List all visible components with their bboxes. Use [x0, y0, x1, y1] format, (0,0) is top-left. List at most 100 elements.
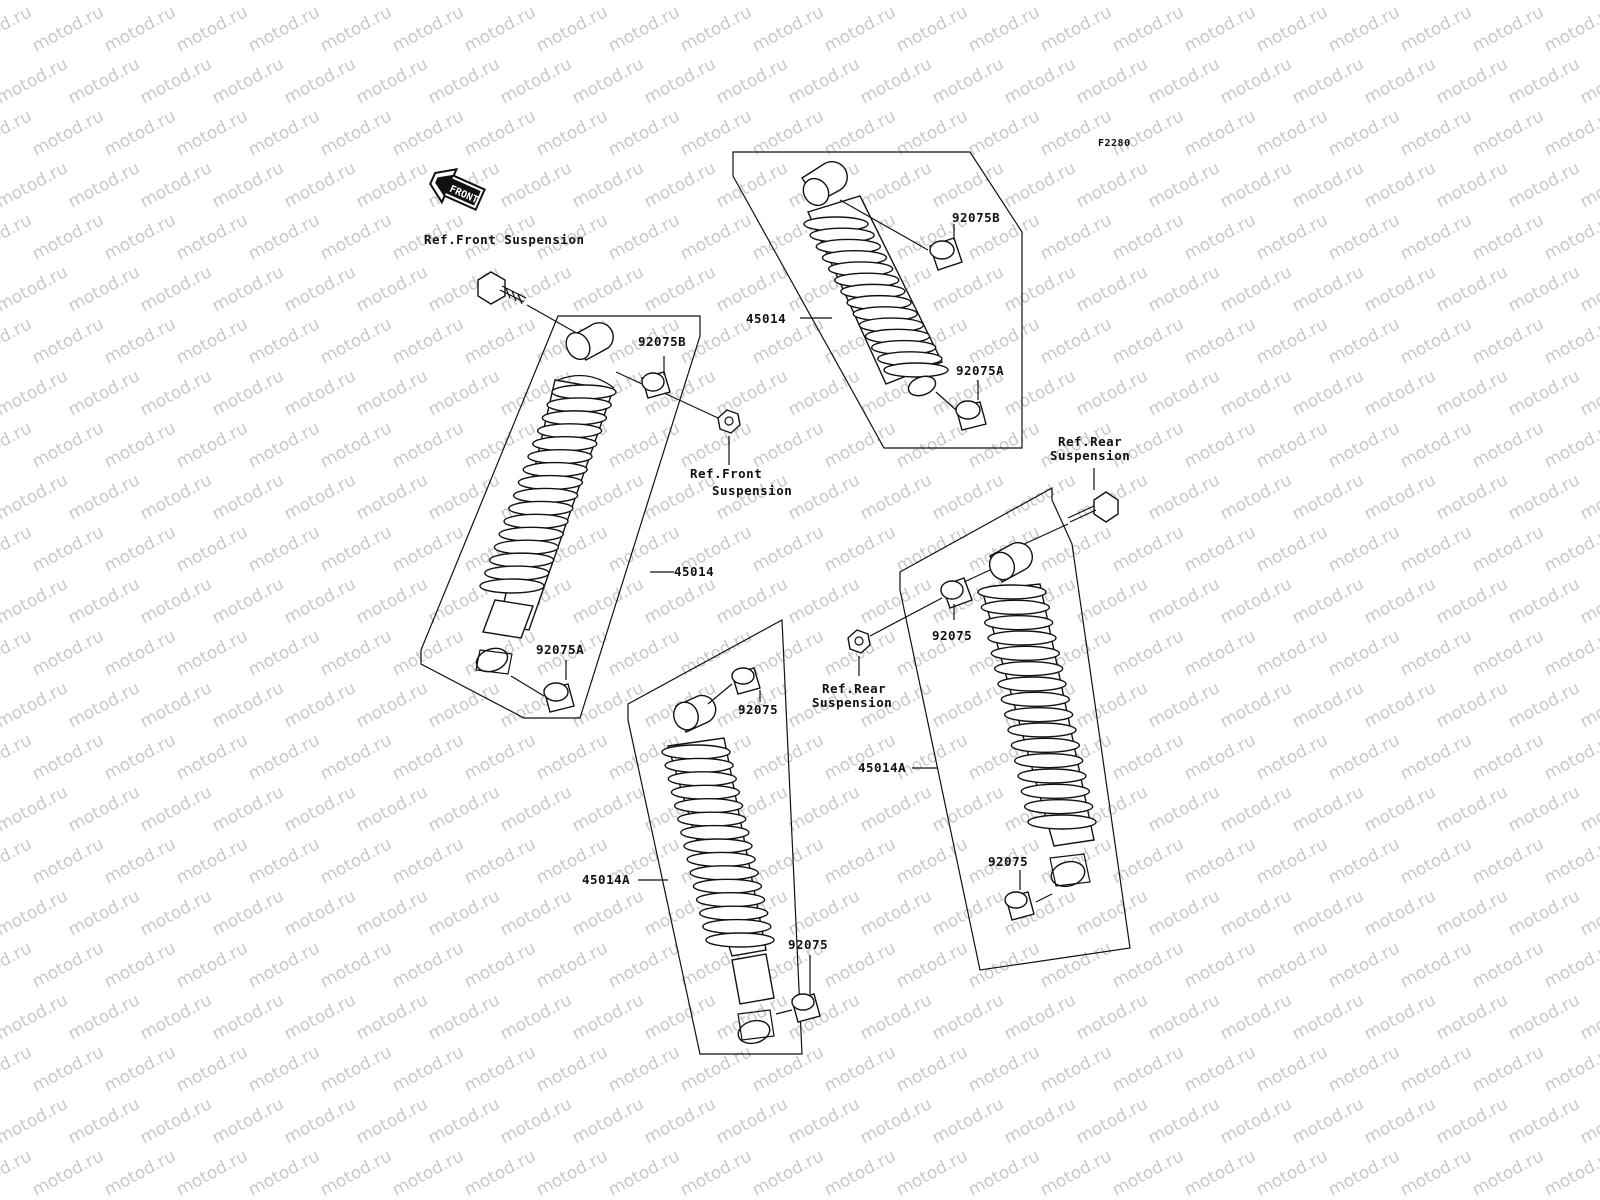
watermark-text: motod.ru: [0, 0, 71, 4]
watermark-text: motod.ru: [461, 314, 539, 368]
watermark-text: motod.ru: [1577, 366, 1600, 420]
watermark-text: motod.ru: [209, 158, 287, 212]
watermark-text: motod.ru: [1253, 418, 1331, 472]
watermark-text: motod.ru: [1325, 1146, 1403, 1200]
watermark-text: motod.ru: [677, 1146, 755, 1200]
watermark-text: motod.ru: [1181, 626, 1259, 680]
watermark-text: motod.ru: [101, 210, 179, 264]
watermark-text: motod.ru: [1361, 262, 1439, 316]
watermark-text: motod.ru: [749, 834, 827, 888]
watermark-text: motod.ru: [1073, 262, 1151, 316]
watermark-text: motod.ru: [965, 314, 1043, 368]
watermark-text: motod.ru: [425, 990, 503, 1044]
watermark-text: motod.ru: [0, 730, 35, 784]
watermark-text: motod.ru: [1325, 106, 1403, 160]
watermark-text: motod.ru: [605, 1042, 683, 1096]
watermark-text: motod.ru: [1505, 886, 1583, 940]
bushing-92075B-icon: [929, 237, 963, 271]
watermark-text: motod.ru: [929, 158, 1007, 212]
watermark-text: motod.ru: [1181, 730, 1259, 784]
watermark-text: motod.ru: [0, 158, 71, 212]
watermark-text: motod.ru: [209, 990, 287, 1044]
watermark-text: motod.ru: [857, 886, 935, 940]
watermark-text: motod.ru: [137, 470, 215, 524]
watermark-text: motod.ru: [1505, 678, 1583, 732]
watermark-text: motod.ru: [101, 1042, 179, 1096]
spring-coil: [987, 630, 1057, 646]
spring-coil: [702, 918, 772, 935]
watermark-text: motod.ru: [1505, 782, 1583, 836]
watermark-text: motod.ru: [137, 886, 215, 940]
watermark-text: motod.ru: [785, 782, 863, 836]
spring-coil: [541, 410, 608, 426]
watermark-text: motod.ru: [0, 1042, 35, 1096]
watermark-text: motod.ru: [1541, 2, 1600, 56]
watermark-text: motod.ru: [65, 0, 143, 4]
watermark-text: motod.ru: [65, 158, 143, 212]
watermark-text: motod.ru: [1289, 470, 1367, 524]
watermark-text: motod.ru: [1505, 262, 1583, 316]
watermark-text: motod.ru: [65, 54, 143, 108]
watermark-text: motod.ru: [1289, 0, 1367, 4]
watermark-text: motod.ru: [281, 574, 359, 628]
watermark-text: motod.ru: [1505, 470, 1583, 524]
watermark-text: motod.ru: [605, 210, 683, 264]
bushing-92075-icon: [1004, 891, 1035, 921]
watermark-text: motod.ru: [605, 938, 683, 992]
watermark-text: motod.ru: [929, 990, 1007, 1044]
watermark-text: motod.ru: [1073, 158, 1151, 212]
watermark-text: motod.ru: [569, 0, 647, 4]
watermark-text: motod.ru: [677, 314, 755, 368]
watermark-text: motod.ru: [821, 522, 899, 576]
watermark-text: motod.ru: [461, 730, 539, 784]
watermark-text: motod.ru: [29, 418, 107, 472]
watermark-text: motod.ru: [1397, 1042, 1475, 1096]
watermark-text: motod.ru: [1361, 366, 1439, 420]
spring-coil: [699, 905, 769, 921]
watermark-text: motod.ru: [65, 470, 143, 524]
watermark-text: motod.ru: [245, 834, 323, 888]
watermark-text: motod.ru: [1001, 0, 1079, 4]
watermark-text: motod.ru: [353, 1094, 431, 1148]
watermark-text: motod.ru: [1397, 834, 1475, 888]
watermark-text: motod.ru: [1541, 938, 1600, 992]
watermark-text: motod.ru: [317, 730, 395, 784]
watermark-text: motod.ru: [1541, 210, 1600, 264]
watermark-text: motod.ru: [1001, 158, 1079, 212]
watermark-text: motod.ru: [317, 210, 395, 264]
watermark-text: motod.ru: [1469, 730, 1547, 784]
watermark-text: motod.ru: [1397, 730, 1475, 784]
watermark-text: motod.ru: [1001, 470, 1079, 524]
watermark-text: motod.ru: [1037, 210, 1115, 264]
watermark-text: motod.ru: [1361, 158, 1439, 212]
watermark-text: motod.ru: [893, 2, 971, 56]
watermark-text: motod.ru: [605, 1146, 683, 1200]
watermark-text: motod.ru: [893, 418, 971, 472]
watermark-text: motod.ru: [1073, 678, 1151, 732]
watermark-text: motod.ru: [785, 54, 863, 108]
watermark-text: motod.ru: [641, 54, 719, 108]
watermark-text: motod.ru: [1469, 626, 1547, 680]
watermark-text: motod.ru: [1469, 210, 1547, 264]
watermark-text: motod.ru: [1361, 470, 1439, 524]
watermark-text: motod.ru: [209, 0, 287, 4]
watermark-text: motod.ru: [389, 1146, 467, 1200]
spring-coil: [551, 384, 617, 400]
watermark-text: motod.ru: [497, 0, 575, 4]
watermark-text: motod.ru: [1145, 0, 1223, 4]
watermark-text: motod.ru: [1505, 0, 1583, 4]
watermark-text: motod.ru: [713, 158, 791, 212]
watermark-text: motod.ru: [1397, 106, 1475, 160]
watermark-text: motod.ru: [533, 106, 611, 160]
watermark-text: motod.ru: [1577, 158, 1600, 212]
part-45014-label-2: 45014: [746, 311, 786, 326]
watermark-text: motod.ru: [533, 1146, 611, 1200]
watermark-text: motod.ru: [0, 314, 35, 368]
spring-coil: [683, 838, 753, 854]
watermark-text: motod.ru: [497, 990, 575, 1044]
watermark-text: motod.ru: [461, 106, 539, 160]
watermark-text: motod.ru: [281, 990, 359, 1044]
watermark-text: motod.ru: [209, 54, 287, 108]
watermark-text: motod.ru: [1397, 418, 1475, 472]
